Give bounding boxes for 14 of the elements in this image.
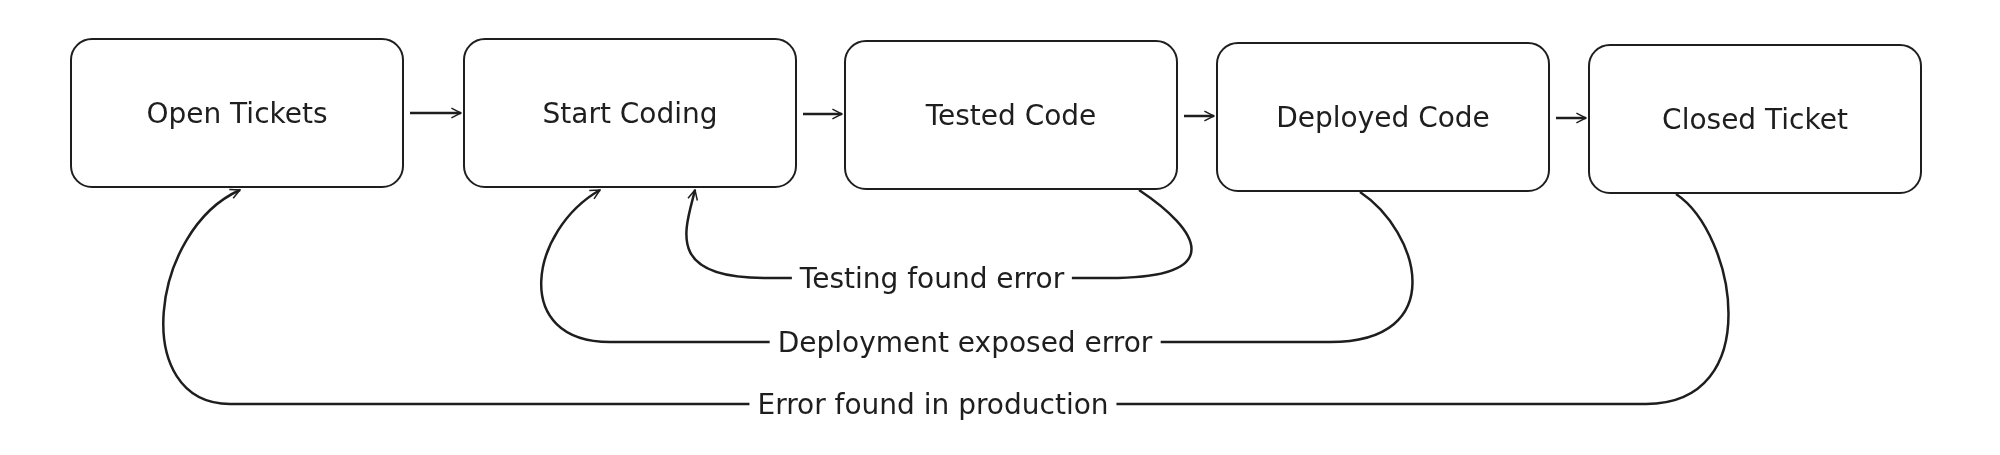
arrow: [1556, 112, 1587, 124]
arrow: [410, 107, 462, 119]
box-label: Open Tickets: [146, 96, 328, 130]
process-box: [70, 38, 404, 188]
process-box: [1588, 44, 1922, 194]
process-box: [1216, 42, 1550, 192]
box-label: Tested Code: [925, 98, 1097, 132]
arrow: [1184, 110, 1215, 122]
process-box: [463, 38, 797, 188]
box-label: Deployed Code: [1276, 100, 1490, 134]
box-label: Closed Ticket: [1662, 102, 1848, 136]
process-box: [844, 40, 1178, 190]
box-label: Start Coding: [542, 96, 718, 130]
arrow: [803, 108, 843, 120]
